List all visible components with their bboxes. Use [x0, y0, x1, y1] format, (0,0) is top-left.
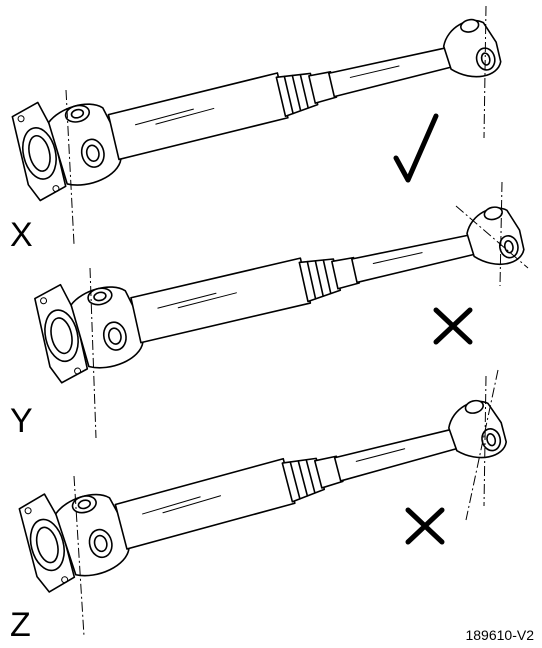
rear-yoke-axis-x	[483, 5, 487, 139]
front-yoke-axis-y	[89, 267, 97, 439]
shaft-x: X	[9, 0, 509, 254]
shaft-label-z: Z	[10, 606, 31, 644]
shaft-label-y: Y	[10, 402, 33, 440]
rear-yoke-axis-z	[483, 375, 487, 507]
rear-yoke-reference-axis-y	[499, 181, 503, 287]
rear-yoke-axis-y	[455, 205, 529, 269]
rear-yoke-tilted-axis-z	[465, 369, 499, 521]
shaft-label-x: X	[10, 216, 33, 254]
front-yoke-axis-x	[65, 89, 75, 245]
cross-mark-icon	[433, 307, 473, 345]
cross-mark-icon	[405, 507, 445, 545]
shaft-y: Y	[10, 181, 532, 440]
shaft-z: Z	[10, 369, 515, 644]
figure-reference-code: 189610-V2	[465, 627, 534, 643]
check-mark-icon	[393, 113, 439, 183]
front-yoke-axis-z	[73, 475, 85, 637]
